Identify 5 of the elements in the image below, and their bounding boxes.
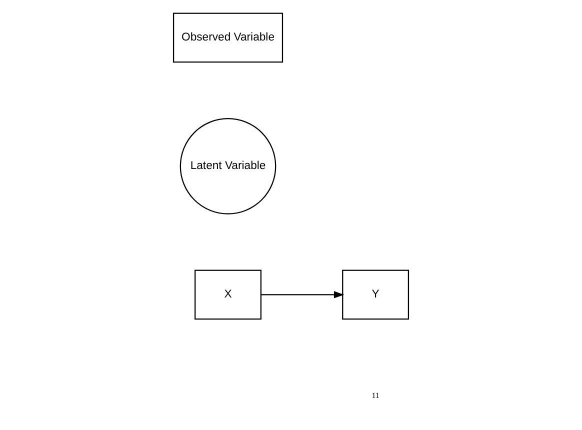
node-box: X — [194, 270, 262, 320]
arrow — [261, 291, 344, 298]
node-box: Observed Variable — [172, 12, 284, 63]
node-box: Y — [342, 270, 410, 320]
node-circle: Latent Variable — [180, 118, 276, 214]
